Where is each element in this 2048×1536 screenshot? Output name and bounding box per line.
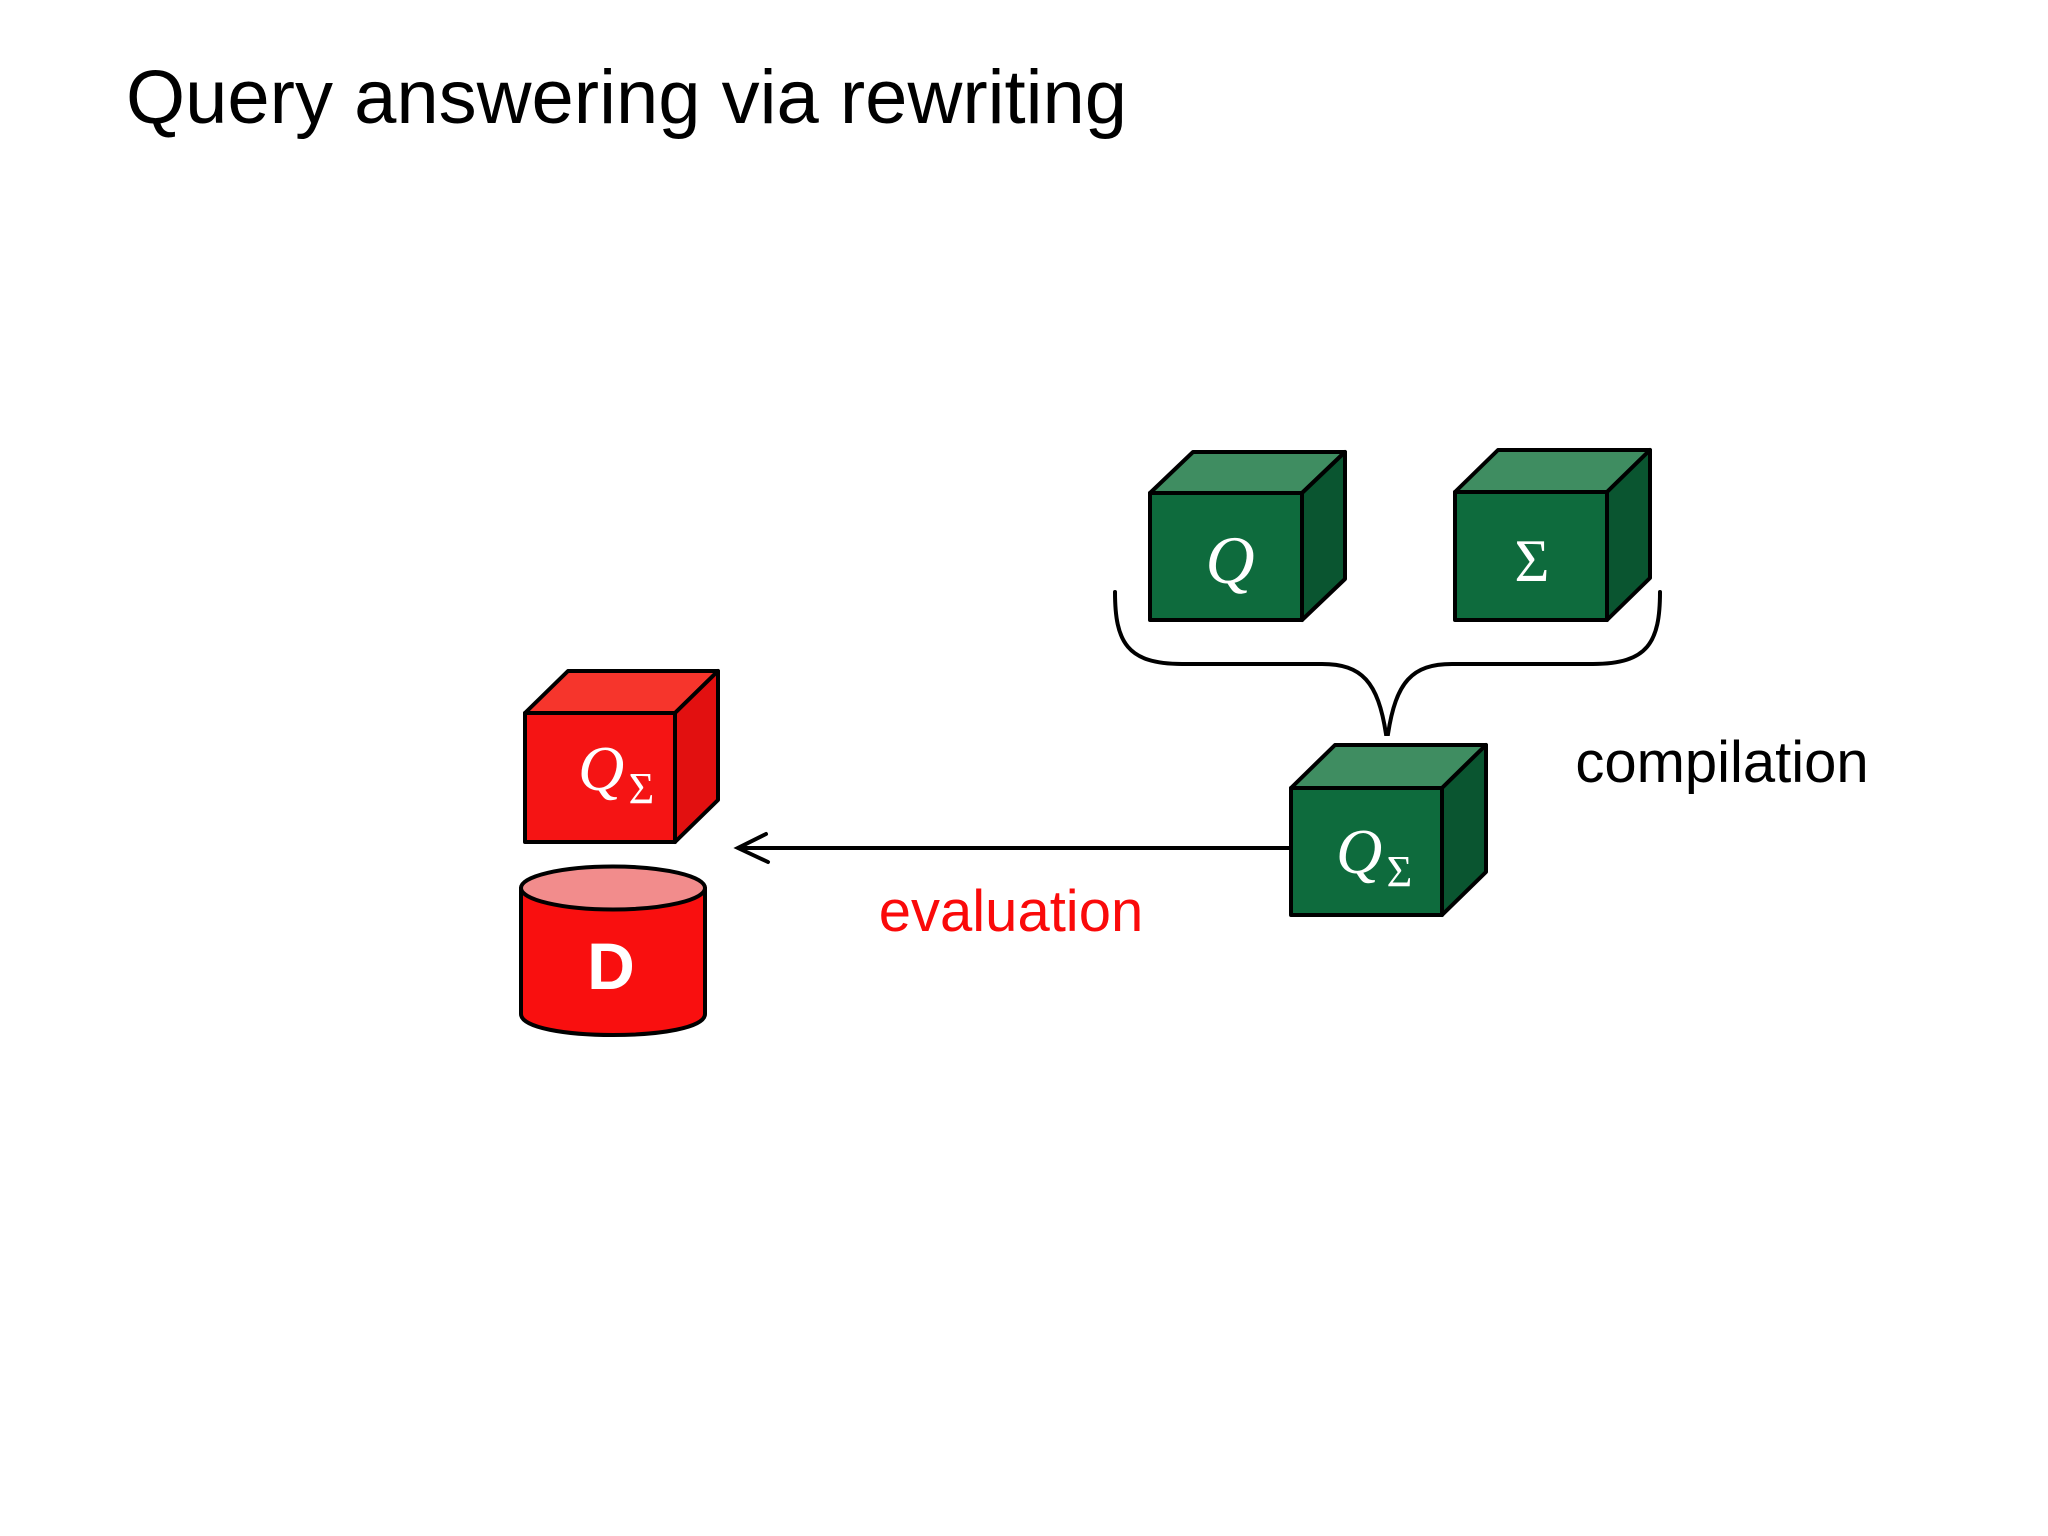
sigma-cube: Σ [1453, 448, 1652, 622]
brace-icon [1113, 590, 1662, 736]
sigma-cube-label: Σ [1515, 528, 1550, 594]
page-title: Query answering via rewriting [126, 55, 1128, 140]
compilation-label: compilation [1575, 730, 1868, 795]
compiled-cube-label: Q Σ [1336, 816, 1412, 896]
database-cylinder: D [519, 864, 707, 1037]
evaluation-arrow-head [733, 832, 770, 864]
evaluation-arrow-icon [733, 832, 1293, 864]
rewritten-cube: Q Σ [523, 669, 720, 844]
evaluation-label: evaluation [879, 879, 1143, 944]
rewritten-cube-front-face [523, 711, 677, 844]
database-cylinder-body [519, 886, 707, 1037]
query-cube: Q [1148, 450, 1347, 622]
sigma-cube-front-face [1453, 490, 1609, 622]
rewritten-cube-label: Q Σ [578, 733, 654, 813]
database-label: D [587, 929, 635, 1003]
query-cube-label: Q [1205, 522, 1254, 598]
database-cylinder-top [519, 864, 707, 912]
query-cube-front-face [1148, 491, 1304, 622]
compiled-cube-front-face [1289, 786, 1444, 917]
compiled-cube: Q Σ [1289, 743, 1488, 917]
